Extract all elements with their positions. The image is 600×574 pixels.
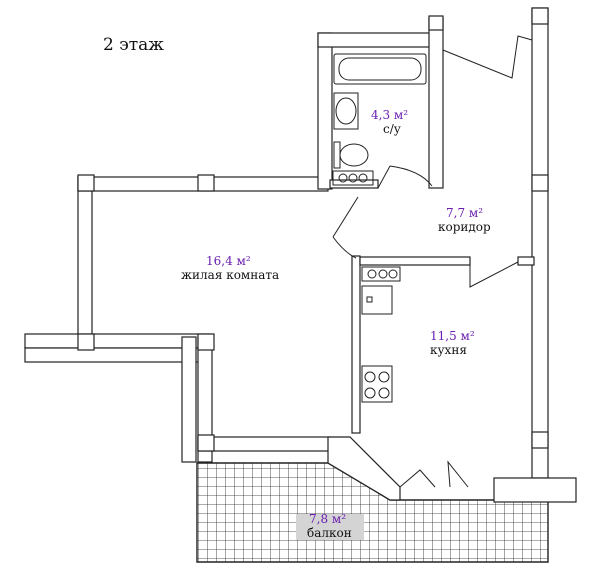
wall-bathroom-east <box>428 17 444 189</box>
living-area: 16,4 м² <box>206 254 251 268</box>
wall-diagonal <box>327 436 401 501</box>
wall-living-south <box>197 436 331 452</box>
door-kitchen <box>469 261 519 288</box>
kitchen-counter-icon <box>361 266 401 282</box>
stove-icon <box>361 365 393 403</box>
door-balcony <box>399 460 469 488</box>
balcony <box>196 462 549 563</box>
wall-kitchen-west <box>351 255 361 434</box>
wall-bathroom-west <box>317 32 333 190</box>
balcony-name: балкон <box>307 526 352 540</box>
bathroom-area: 4,3 м² <box>371 108 408 122</box>
balcony-label-bg <box>296 514 364 540</box>
fixtures <box>332 53 427 403</box>
doors <box>332 35 533 488</box>
bathroom-name: с/у <box>383 122 401 136</box>
living-name: жилая комната <box>181 268 279 282</box>
wall-kitchen-north-right <box>517 256 535 266</box>
kitchen-sink-icon <box>361 285 393 315</box>
kitchen-name: кухня <box>430 343 467 357</box>
corridor-area: 7,7 м² <box>446 206 483 220</box>
wall-east-balcony <box>493 477 577 503</box>
washer-icon <box>332 170 374 186</box>
kitchen-area: 11,5 м² <box>430 329 475 343</box>
wall-bathroom-north <box>317 32 435 48</box>
wall-kitchen-north <box>359 256 471 266</box>
door-living <box>332 196 359 259</box>
wall-living-west <box>77 176 93 338</box>
wall-bathroom-south <box>329 179 379 189</box>
wall-east <box>531 7 549 479</box>
floor-label: 2 этаж <box>103 35 164 55</box>
door-bathroom <box>377 165 433 189</box>
sink-icon <box>333 92 359 130</box>
toilet-icon <box>333 141 341 169</box>
window-markers <box>77 7 549 452</box>
wall-step-outer <box>181 336 197 463</box>
bathtub-icon <box>333 53 427 85</box>
balcony-area: 7,8 м² <box>309 512 346 526</box>
door-entrance <box>442 35 533 79</box>
corridor-name: коридор <box>438 220 491 234</box>
walls <box>24 7 577 503</box>
